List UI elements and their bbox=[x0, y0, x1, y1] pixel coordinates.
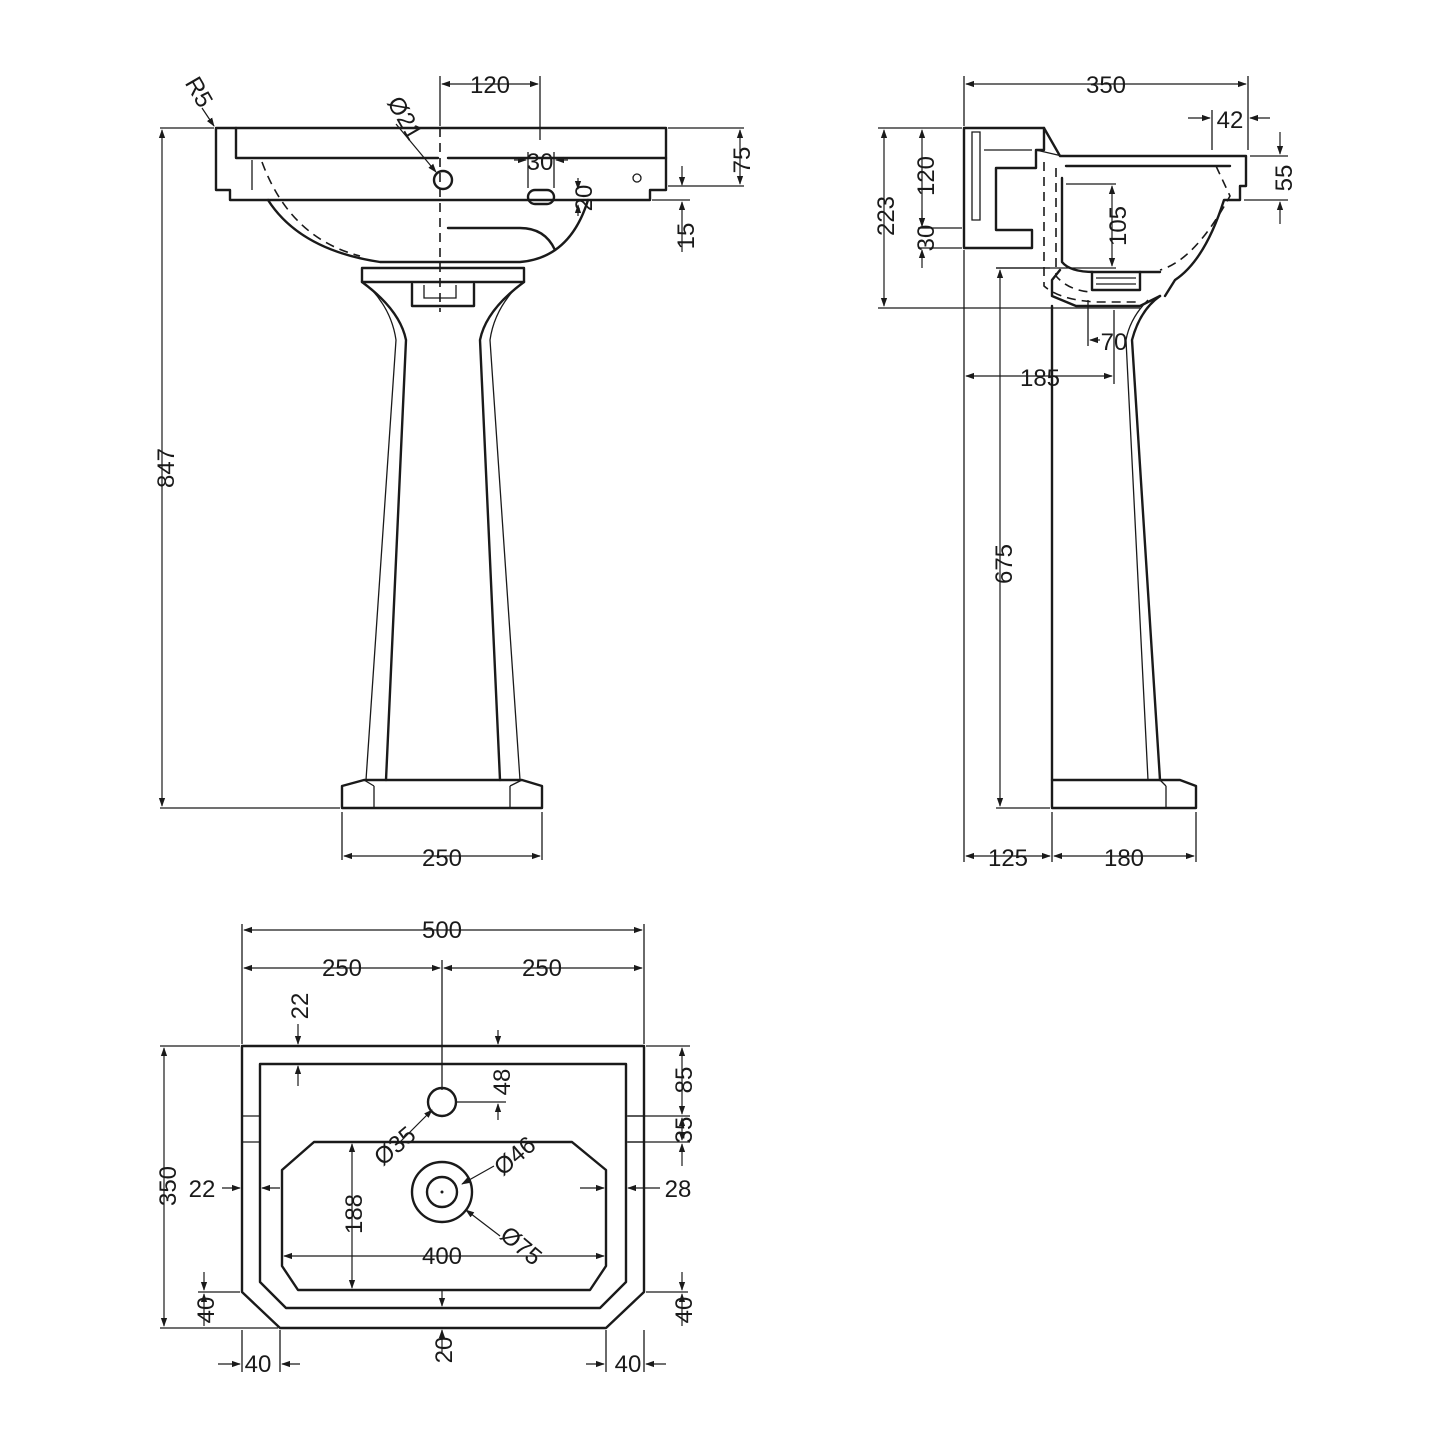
dim-side-185: 185 bbox=[1020, 365, 1060, 392]
dim-front-20: 20 bbox=[571, 185, 598, 212]
dim-front-75: 75 bbox=[729, 147, 756, 174]
dim-plan-40-left-v: 40 bbox=[193, 1297, 220, 1324]
dim-side-180: 180 bbox=[1104, 845, 1144, 872]
dim-side-125: 125 bbox=[988, 845, 1028, 872]
dim-side-223: 223 bbox=[873, 196, 900, 236]
dim-front-120: 120 bbox=[470, 72, 510, 99]
dim-front-250: 250 bbox=[422, 845, 462, 872]
dim-plan-20: 20 bbox=[431, 1337, 458, 1364]
side-dimensions: 350 42 55 223 120 30 105 70 bbox=[873, 72, 1298, 872]
front-basin-outline bbox=[214, 126, 668, 810]
dim-plan-28: 28 bbox=[665, 1176, 692, 1203]
dim-side-350: 350 bbox=[1086, 72, 1126, 99]
dim-side-120: 120 bbox=[913, 156, 940, 196]
plan-view: 500 250 250 22 48 85 35 Ø35 Ø46 Ø75 bbox=[155, 917, 698, 1378]
front-dimensions: 847 250 120 30 20 75 15 Ø21 R5 bbox=[153, 72, 756, 872]
dim-plan-22-left: 22 bbox=[189, 1176, 216, 1203]
dim-side-105: 105 bbox=[1105, 206, 1132, 246]
dim-front-d21: Ø21 bbox=[381, 92, 427, 145]
dim-side-30: 30 bbox=[913, 225, 940, 252]
dim-side-42: 42 bbox=[1217, 107, 1244, 134]
dim-plan-250-right: 250 bbox=[522, 955, 562, 982]
dim-front-847: 847 bbox=[153, 448, 180, 488]
dim-plan-40-right-h: 40 bbox=[615, 1351, 642, 1378]
side-view: 350 42 55 223 120 30 105 70 bbox=[873, 72, 1298, 872]
plan-dimensions: 500 250 250 22 48 85 35 Ø35 Ø46 Ø75 bbox=[155, 917, 698, 1378]
dim-side-675: 675 bbox=[991, 544, 1018, 584]
dim-plan-188: 188 bbox=[341, 1194, 368, 1234]
dim-plan-40-right-v: 40 bbox=[671, 1297, 698, 1324]
front-view: 847 250 120 30 20 75 15 Ø21 R5 bbox=[153, 72, 756, 872]
dim-front-15: 15 bbox=[673, 223, 700, 250]
dim-side-55: 55 bbox=[1271, 165, 1298, 192]
dim-plan-22-top: 22 bbox=[287, 993, 314, 1020]
dim-plan-400: 400 bbox=[422, 1243, 462, 1270]
dim-plan-85: 85 bbox=[671, 1067, 698, 1094]
dim-plan-d75: Ø75 bbox=[495, 1221, 547, 1271]
dim-plan-d46: Ø46 bbox=[489, 1131, 541, 1181]
dim-front-r5: R5 bbox=[179, 72, 218, 112]
plan-basin-outline bbox=[240, 1044, 646, 1330]
side-basin-outline bbox=[962, 126, 1248, 810]
dim-plan-48: 48 bbox=[489, 1069, 516, 1096]
dim-plan-40-left-h: 40 bbox=[245, 1351, 272, 1378]
dim-plan-35-side: 35 bbox=[671, 1117, 698, 1144]
dim-plan-350: 350 bbox=[155, 1166, 182, 1206]
dim-plan-250-left: 250 bbox=[322, 955, 362, 982]
dim-front-30: 30 bbox=[527, 149, 554, 176]
dim-plan-500: 500 bbox=[422, 917, 462, 944]
